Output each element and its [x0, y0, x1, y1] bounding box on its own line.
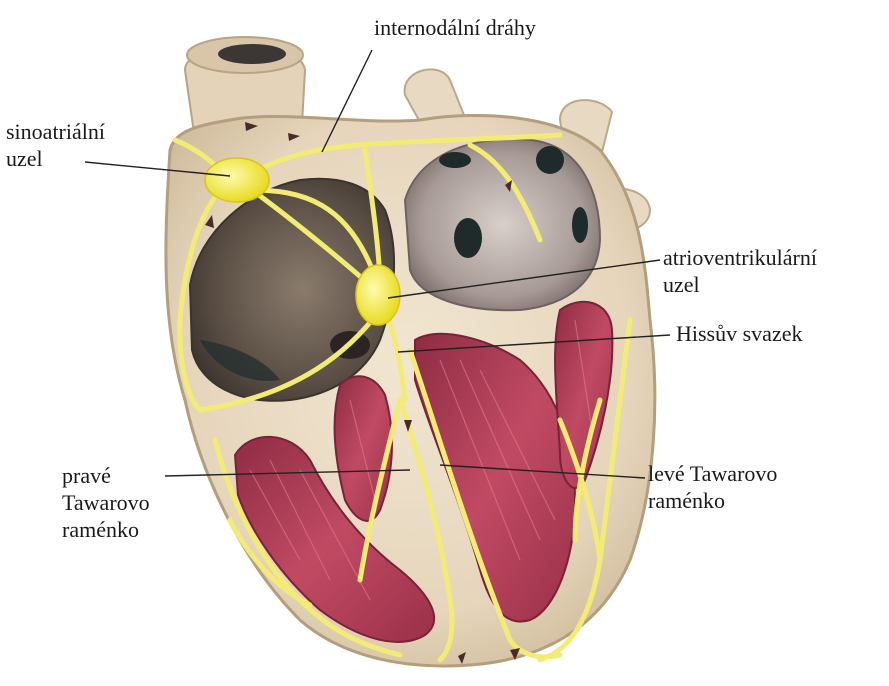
- label-internodal-text: internodální dráhy: [374, 14, 536, 41]
- label-left-branch-line2: raménko: [648, 487, 777, 514]
- label-his-bundle: Hissův svazek: [676, 320, 802, 347]
- label-right-branch-line2: Tawarovo: [62, 489, 150, 516]
- label-sinoatrial-line2: uzel: [6, 145, 105, 172]
- atrioventricular-node: [356, 265, 400, 325]
- label-right-branch-line1: pravé: [62, 462, 150, 489]
- label-left-branch-line1: levé Tawarovo: [648, 460, 777, 487]
- label-internodal-pathways: internodální dráhy: [374, 14, 536, 41]
- label-sinoatrial-node: sinoatriální uzel: [6, 118, 105, 172]
- label-his-text: Hissův svazek: [676, 320, 802, 347]
- label-right-bundle-branch: pravé Tawarovo raménko: [62, 462, 150, 543]
- label-atrioventricular-line2: uzel: [663, 271, 817, 298]
- label-atrioventricular-node: atrioventrikulární uzel: [663, 244, 817, 298]
- left-atrium-cavity: [405, 139, 600, 310]
- label-sinoatrial-line1: sinoatriální: [6, 118, 105, 145]
- label-left-bundle-branch: levé Tawarovo raménko: [648, 460, 777, 514]
- label-atrioventricular-line1: atrioventrikulární: [663, 244, 817, 271]
- sinoatrial-node: [205, 158, 269, 202]
- label-right-branch-line3: raménko: [62, 516, 150, 543]
